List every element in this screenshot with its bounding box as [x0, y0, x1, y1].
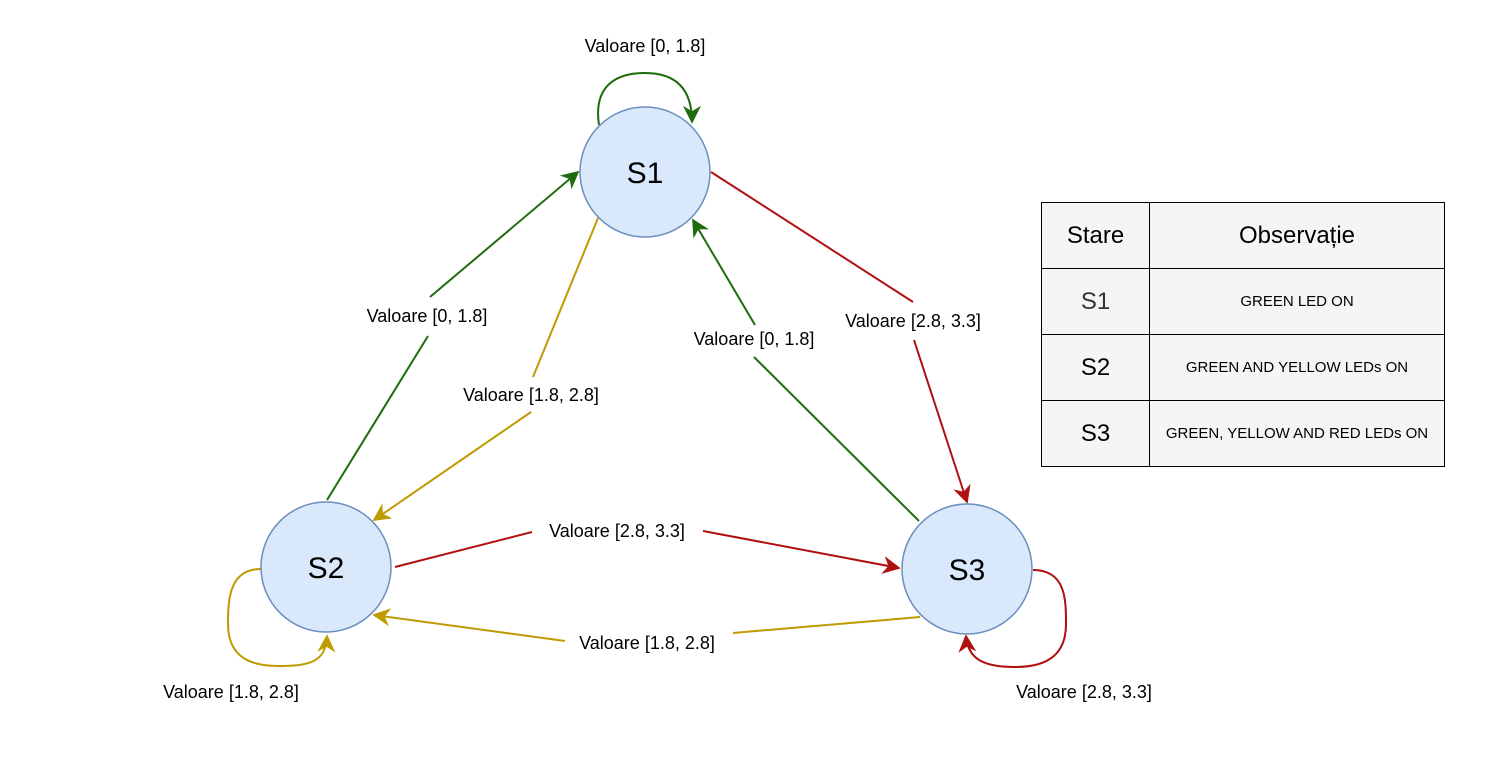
edge-s1-to-s2	[374, 217, 599, 520]
node-label-s1: S1	[627, 157, 664, 190]
node-label-s3: S3	[949, 554, 986, 587]
edge-label-s2-self: Valoare [1.8, 2.8]	[163, 682, 299, 702]
state-node-s2: S2	[260, 501, 392, 633]
table-cell-observation: GREEN AND YELLOW LEDs ON	[1149, 334, 1445, 401]
edge-s2-to-s1	[326, 172, 578, 501]
table-header-row: Stare Observație	[1041, 202, 1445, 269]
table-cell-state: S3	[1041, 400, 1150, 467]
edge-s3-to-s1	[693, 220, 920, 522]
edge-label-s3-self: Valoare [2.8, 3.3]	[1016, 682, 1152, 702]
table-cell-observation: GREEN, YELLOW AND RED LEDs ON	[1149, 400, 1445, 467]
header-observatie: Observație	[1149, 202, 1445, 269]
table-row: S2 GREEN AND YELLOW LEDs ON	[1041, 334, 1445, 401]
table-row: S1 GREEN LED ON	[1041, 268, 1445, 335]
edge-s2-to-s3	[394, 530, 899, 568]
state-node-s1: S1	[579, 106, 711, 238]
table-cell-observation: GREEN LED ON	[1149, 268, 1445, 335]
table-cell-state: S1	[1041, 268, 1150, 335]
table-row: S3 GREEN, YELLOW AND RED LEDs ON	[1041, 400, 1445, 467]
node-label-s2: S2	[308, 552, 345, 585]
edge-label-s2-to-s1: Valoare [0, 1.8]	[367, 306, 488, 326]
edge-label-s3-to-s1: Valoare [0, 1.8]	[694, 329, 815, 349]
edge-label-s3-to-s2: Valoare [1.8, 2.8]	[579, 633, 715, 653]
edge-label-s1-to-s2: Valoare [1.8, 2.8]	[463, 385, 599, 405]
edge-label-s1-self: Valoare [0, 1.8]	[585, 36, 706, 56]
edge-s3-self	[958, 569, 1068, 669]
state-table: Stare Observație S1 GREEN LED ON S2 GREE…	[1041, 202, 1445, 467]
header-stare: Stare	[1041, 202, 1150, 269]
state-node-s3: S3	[901, 503, 1033, 635]
edge-s2-self	[226, 568, 336, 668]
edge-s1-self	[597, 71, 701, 126]
edge-s3-to-s2	[374, 615, 921, 642]
edge-label-s1-to-s3: Valoare [2.8, 3.3]	[845, 311, 981, 331]
table-cell-state: S2	[1041, 334, 1150, 401]
edge-label-s2-to-s3: Valoare [2.8, 3.3]	[549, 521, 685, 541]
edge-s1-to-s3	[710, 171, 967, 502]
